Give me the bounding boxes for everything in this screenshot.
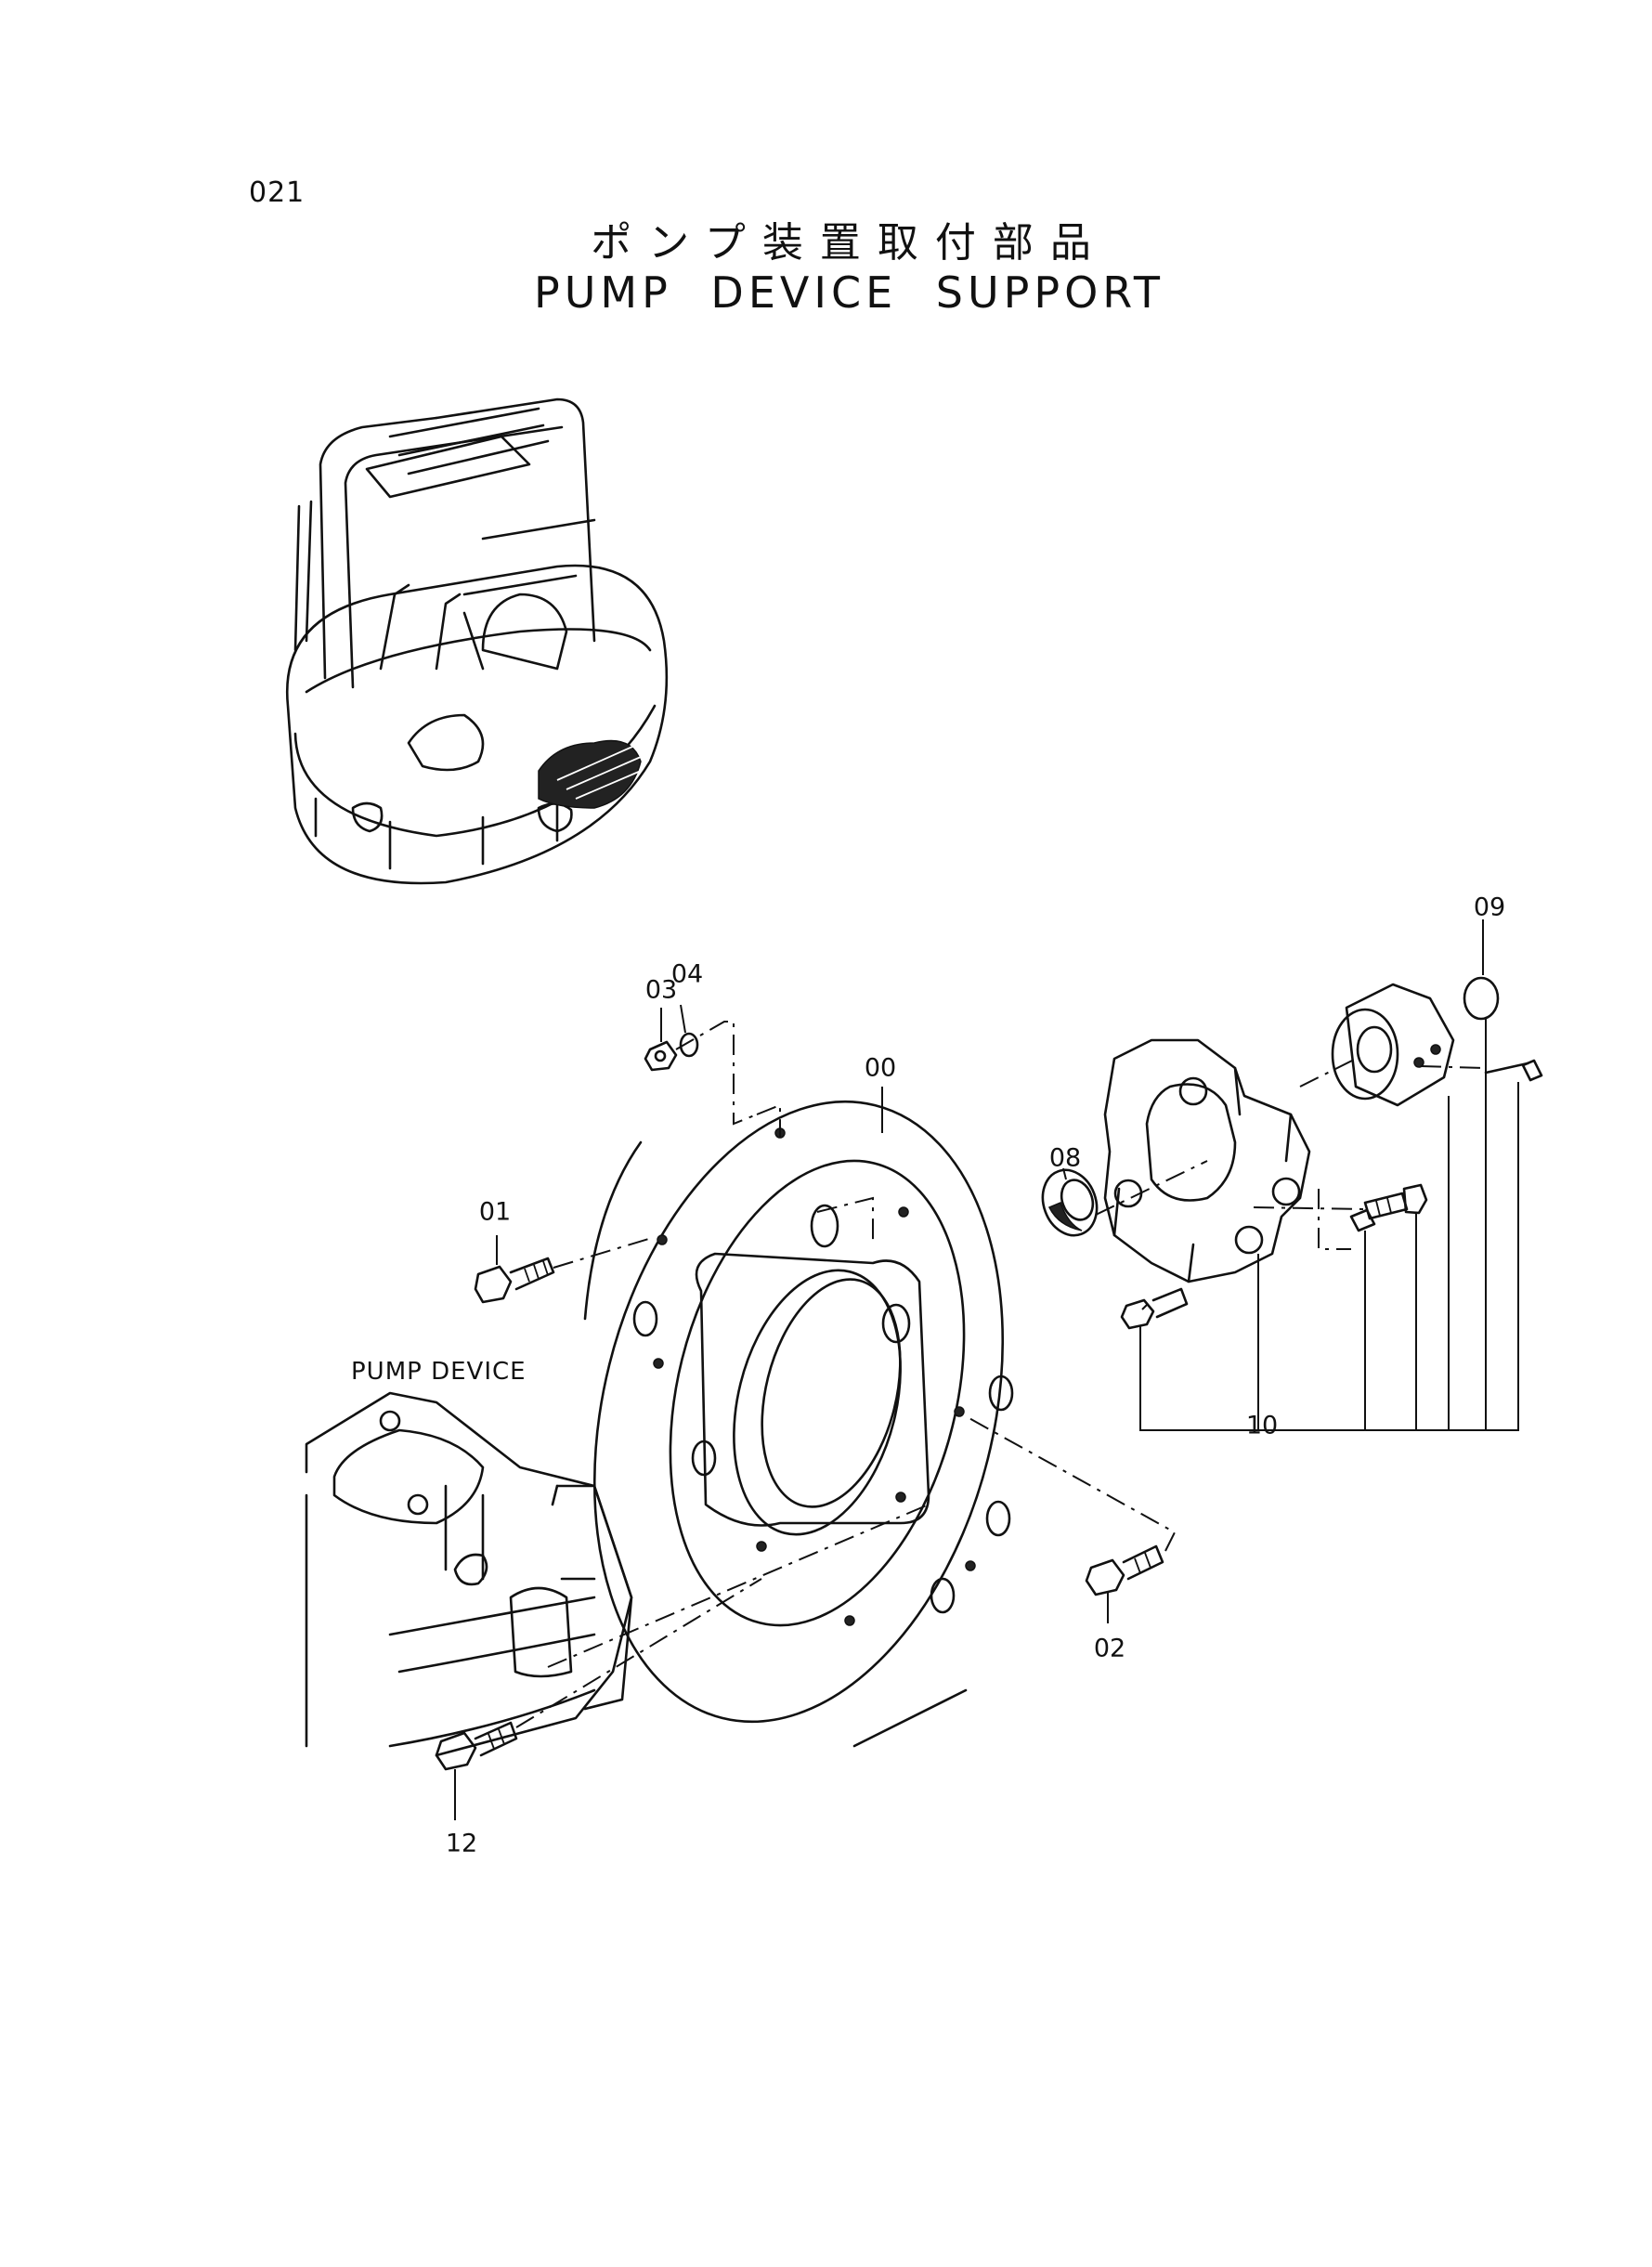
flexible-coupling [1103, 1038, 1311, 1283]
page-title-english: PUMP DEVICE SUPPORT [533, 267, 1165, 318]
callout-02: 02 [1093, 1634, 1126, 1663]
bolt-01 [474, 1257, 555, 1304]
nut [644, 1040, 678, 1072]
callout-08: 08 [1048, 1143, 1082, 1173]
page-title-japanese: ポンプ装置取付部品 [591, 219, 1108, 267]
callout-00: 00 [864, 1053, 897, 1083]
oil-seal [1041, 1168, 1099, 1237]
page-number: 021 [249, 176, 306, 209]
callout-01: 01 [478, 1197, 512, 1227]
callout-03: 03 [644, 975, 678, 1005]
coupling-bolt-lower [1120, 1287, 1189, 1330]
dowel-pin [1349, 1208, 1376, 1232]
coupling-hub [1331, 983, 1455, 1107]
excavator-overview-illustration [285, 397, 669, 885]
retainer-disc [1463, 976, 1500, 1021]
spring-pin [1484, 1059, 1543, 1082]
callout-09: 09 [1473, 892, 1506, 922]
pump-device-label: PUMP DEVICE [351, 1358, 527, 1386]
callout-04: 04 [670, 959, 704, 989]
coupling-bolt-right [1363, 1183, 1428, 1220]
pump-bracket-flange [583, 1100, 1014, 1748]
bolt-02 [1085, 1544, 1164, 1596]
pump-device-illustration [305, 1391, 633, 1757]
washer [679, 1032, 699, 1058]
bolt-12 [435, 1721, 518, 1771]
callout-12: 12 [445, 1829, 478, 1858]
callout-10: 10 [1245, 1411, 1279, 1440]
